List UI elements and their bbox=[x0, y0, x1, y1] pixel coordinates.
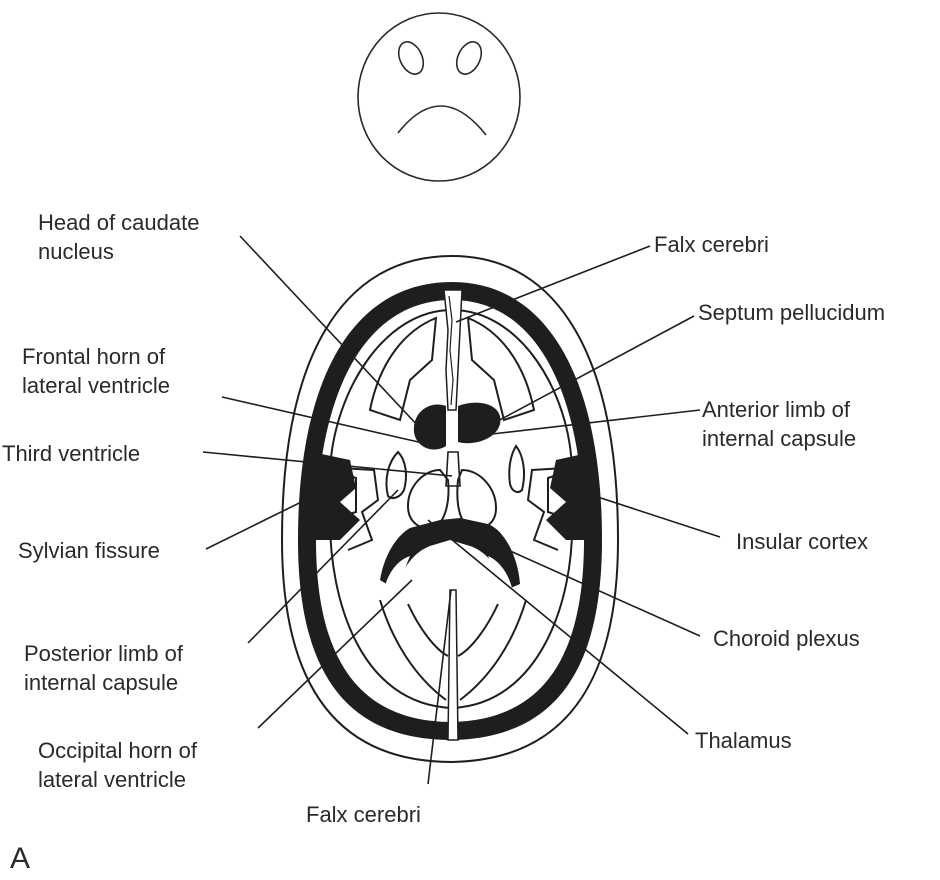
label-insular-cortex: Insular cortex bbox=[736, 527, 868, 556]
label-falx-cerebri-top: Falx cerebri bbox=[654, 230, 769, 259]
label-thalamus: Thalamus bbox=[695, 726, 792, 755]
label-occipital-horn: Occipital horn of lateral ventricle bbox=[38, 736, 197, 794]
label-frontal-horn: Frontal horn of lateral ventricle bbox=[22, 342, 170, 400]
label-septum-pellucidum: Septum pellucidum bbox=[698, 298, 885, 327]
falx-cerebri-back bbox=[448, 590, 458, 740]
label-sylvian-fissure: Sylvian fissure bbox=[18, 536, 160, 565]
label-third-ventricle: Third ventricle bbox=[2, 439, 140, 468]
label-posterior-limb: Posterior limb of internal capsule bbox=[24, 639, 183, 697]
label-choroid-plexus: Choroid plexus bbox=[713, 624, 860, 653]
label-head-of-caudate-nucleus: Head of caudate nucleus bbox=[38, 208, 199, 266]
panel-letter: A bbox=[10, 842, 30, 876]
label-anterior-limb: Anterior limb of internal capsule bbox=[702, 395, 856, 453]
orientation-face-icon bbox=[358, 13, 520, 181]
label-falx-cerebri-bottom: Falx cerebri bbox=[306, 800, 421, 829]
